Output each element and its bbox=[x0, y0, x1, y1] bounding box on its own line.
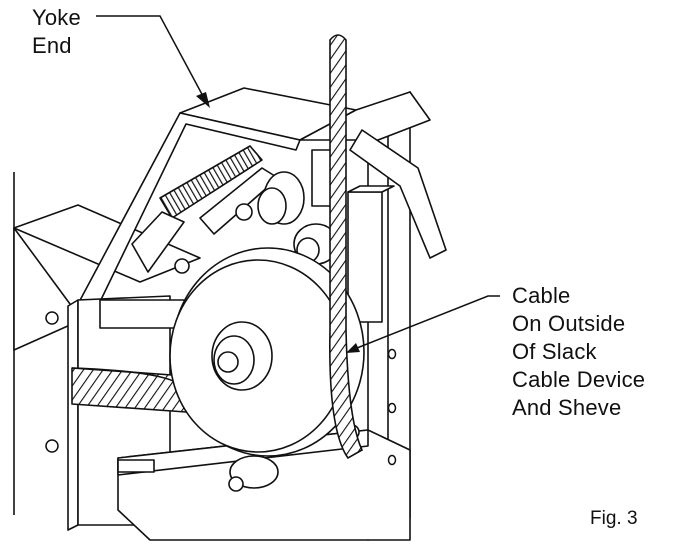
angled-brace bbox=[349, 129, 447, 259]
cable-label-line-5: And Sheve bbox=[512, 395, 622, 420]
tension-spring bbox=[159, 145, 263, 219]
cable-label-line-4: Cable Device bbox=[512, 367, 646, 392]
plate-hole bbox=[387, 348, 397, 360]
cable-label-line-3: Of Slack bbox=[512, 339, 597, 364]
yoke-end-label-line-2: End bbox=[32, 33, 72, 58]
upper-roller-bolt bbox=[235, 203, 253, 221]
cable-leader-line bbox=[351, 295, 500, 351]
yoke-end-label: Yoke End bbox=[32, 4, 81, 60]
yoke-leader-line bbox=[96, 15, 205, 99]
arm-pivot-bolt bbox=[174, 258, 190, 274]
base-foot bbox=[117, 459, 155, 473]
plate-hole bbox=[387, 402, 397, 414]
mounting-screw-lower bbox=[45, 439, 59, 453]
mounting-screw-upper bbox=[45, 311, 59, 325]
upper-roller-front bbox=[257, 187, 287, 225]
cable-label-line-1: Cable bbox=[512, 283, 571, 308]
cable-label: Cable On Outside Of Slack Cable Device A… bbox=[512, 282, 645, 422]
plate-hole bbox=[387, 454, 397, 466]
sheave-axle bbox=[217, 351, 239, 373]
vertical-cable bbox=[329, 34, 364, 460]
cable-label-line-2: On Outside bbox=[512, 311, 626, 336]
lower-roller-bolt bbox=[228, 476, 244, 492]
end-plate-left bbox=[67, 299, 79, 531]
spring-arm bbox=[131, 211, 185, 273]
figure-label: Fig. 3 bbox=[590, 508, 638, 529]
lower-cable bbox=[71, 367, 187, 413]
cable-leader-arrow bbox=[346, 343, 360, 353]
yoke-leader-arrow bbox=[196, 92, 210, 108]
yoke-end-label-line-1: Yoke bbox=[32, 5, 81, 30]
